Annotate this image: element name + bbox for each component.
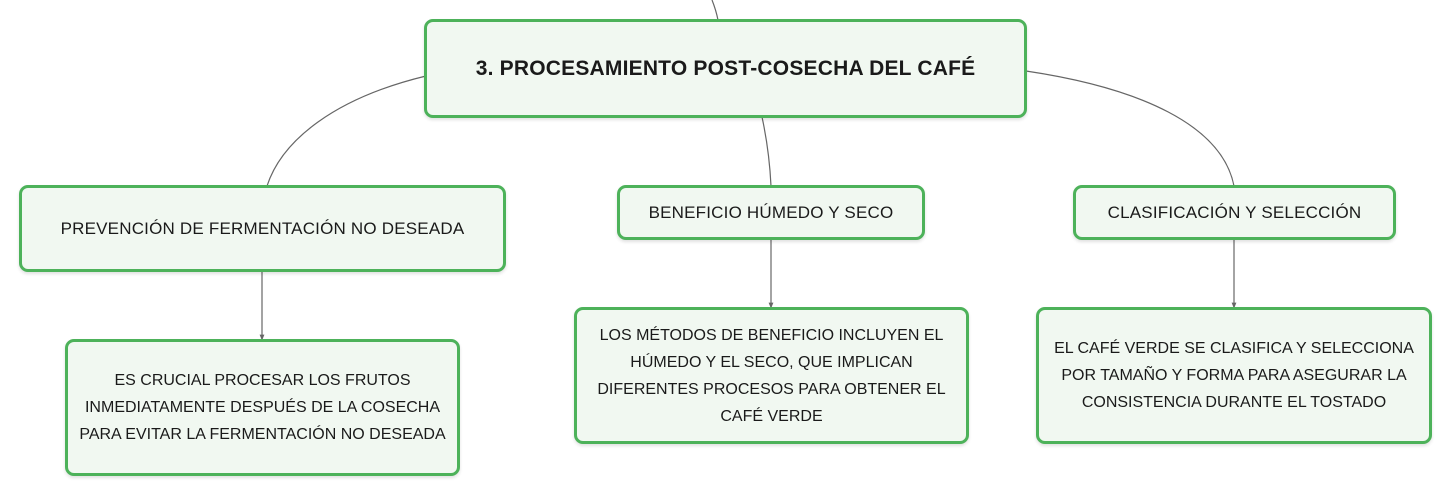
connector-root-to-branch-beneficio — [761, 116, 772, 187]
detail-node-prevencion[interactable]: ES CRUCIAL PROCESAR LOS FRUTOS INMEDIATA… — [65, 339, 460, 476]
connector-root-to-branch-prevencion — [266, 75, 427, 187]
connector-from-parent — [711, 0, 719, 21]
branch-label-prevencion: PREVENCIÓN DE FERMENTACIÓN NO DESEADA — [60, 218, 465, 238]
root-topic-label: 3. PROCESAMIENTO POST-COSECHA DEL CAFÉ — [475, 56, 976, 80]
detail-node-beneficio[interactable]: LOS MÉTODOS DE BENEFICIO INCLUYEN EL HÚM… — [574, 307, 969, 444]
branch-node-beneficio[interactable]: BENEFICIO HÚMEDO Y SECO — [617, 185, 925, 240]
connector-root-to-branch-clasificacion — [1025, 70, 1235, 187]
detail-text-prevencion: ES CRUCIAL PROCESAR LOS FRUTOS INMEDIATA… — [79, 372, 446, 443]
branch-node-clasificacion[interactable]: CLASIFICACIÓN Y SELECCIÓN — [1073, 185, 1396, 240]
detail-node-clasificacion[interactable]: EL CAFÉ VERDE SE CLASIFICA Y SELECCIONA … — [1036, 307, 1432, 444]
detail-text-clasificacion: EL CAFÉ VERDE SE CLASIFICA Y SELECCIONA … — [1054, 340, 1414, 411]
branch-label-clasificacion: CLASIFICACIÓN Y SELECCIÓN — [1107, 202, 1362, 222]
detail-text-beneficio: LOS MÉTODOS DE BENEFICIO INCLUYEN EL HÚM… — [597, 326, 946, 425]
branch-node-prevencion[interactable]: PREVENCIÓN DE FERMENTACIÓN NO DESEADA — [19, 185, 506, 272]
root-topic-node[interactable]: 3. PROCESAMIENTO POST-COSECHA DEL CAFÉ — [424, 19, 1027, 118]
branch-label-beneficio: BENEFICIO HÚMEDO Y SECO — [648, 202, 894, 222]
